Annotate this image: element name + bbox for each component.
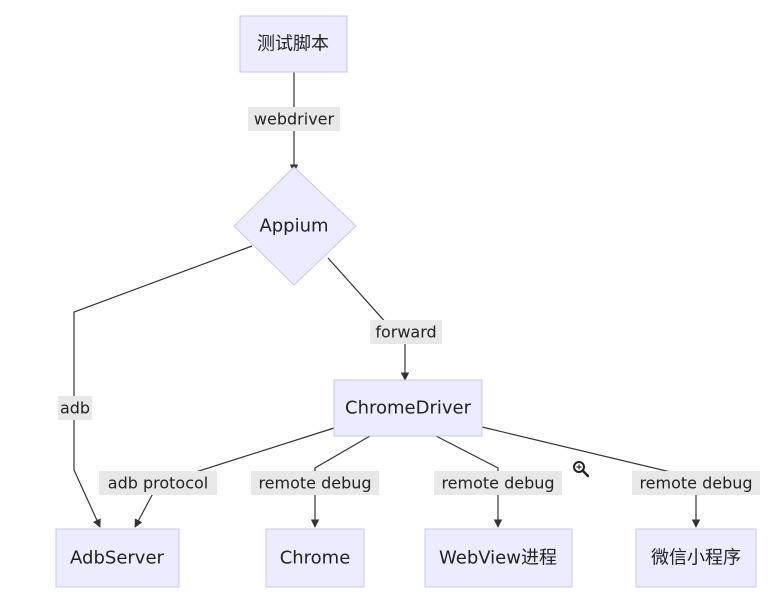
edge-label-remote-debug-wechat-group: remote debug — [632, 471, 760, 495]
node-chrome: Chrome — [265, 528, 365, 588]
node-test-script-label: 测试脚本 — [257, 34, 329, 55]
node-chromedriver-label: ChromeDriver — [345, 398, 472, 419]
edge-label-remote-debug-webview-group: remote debug — [434, 471, 562, 495]
node-adbserver-label: AdbServer — [70, 548, 164, 569]
node-wechat-mini-label: 微信小程序 — [651, 548, 741, 569]
node-chromedriver: ChromeDriver — [333, 379, 483, 437]
edge-label-webdriver: webdriver — [254, 110, 335, 129]
magnifier-plus-icon[interactable] — [573, 461, 590, 478]
edge-label-remote-debug-webview: remote debug — [441, 474, 554, 493]
node-test-script: 测试脚本 — [239, 15, 348, 73]
node-appium-label: Appium — [259, 216, 328, 237]
edge-label-adb-protocol: adb protocol — [108, 474, 208, 493]
edge-label-adb: adb — [60, 399, 90, 418]
node-adbserver: AdbServer — [55, 528, 180, 588]
node-wechat-mini: 微信小程序 — [635, 528, 757, 588]
edge-forward — [327, 257, 410, 381]
edge-adb — [73, 245, 253, 528]
edge-remote-debug-webview — [435, 435, 503, 528]
edge-label-adb-group: adb — [58, 396, 92, 420]
edge-label-adb-protocol-group: adb protocol — [99, 471, 217, 495]
node-webview-label: WebView进程 — [439, 548, 557, 569]
node-appium: Appium — [233, 166, 357, 286]
edge-label-remote-debug-chrome-group: remote debug — [251, 471, 379, 495]
node-webview: WebView进程 — [424, 528, 573, 588]
edge-label-webdriver-group: webdriver — [248, 107, 340, 131]
edge-remote-debug-chrome — [310, 435, 371, 528]
edge-label-remote-debug-wechat: remote debug — [639, 474, 752, 493]
node-chrome-label: Chrome — [280, 548, 351, 569]
edge-label-forward: forward — [375, 323, 436, 342]
edge-label-forward-group: forward — [370, 320, 442, 344]
edge-label-remote-debug-chrome: remote debug — [258, 474, 371, 493]
